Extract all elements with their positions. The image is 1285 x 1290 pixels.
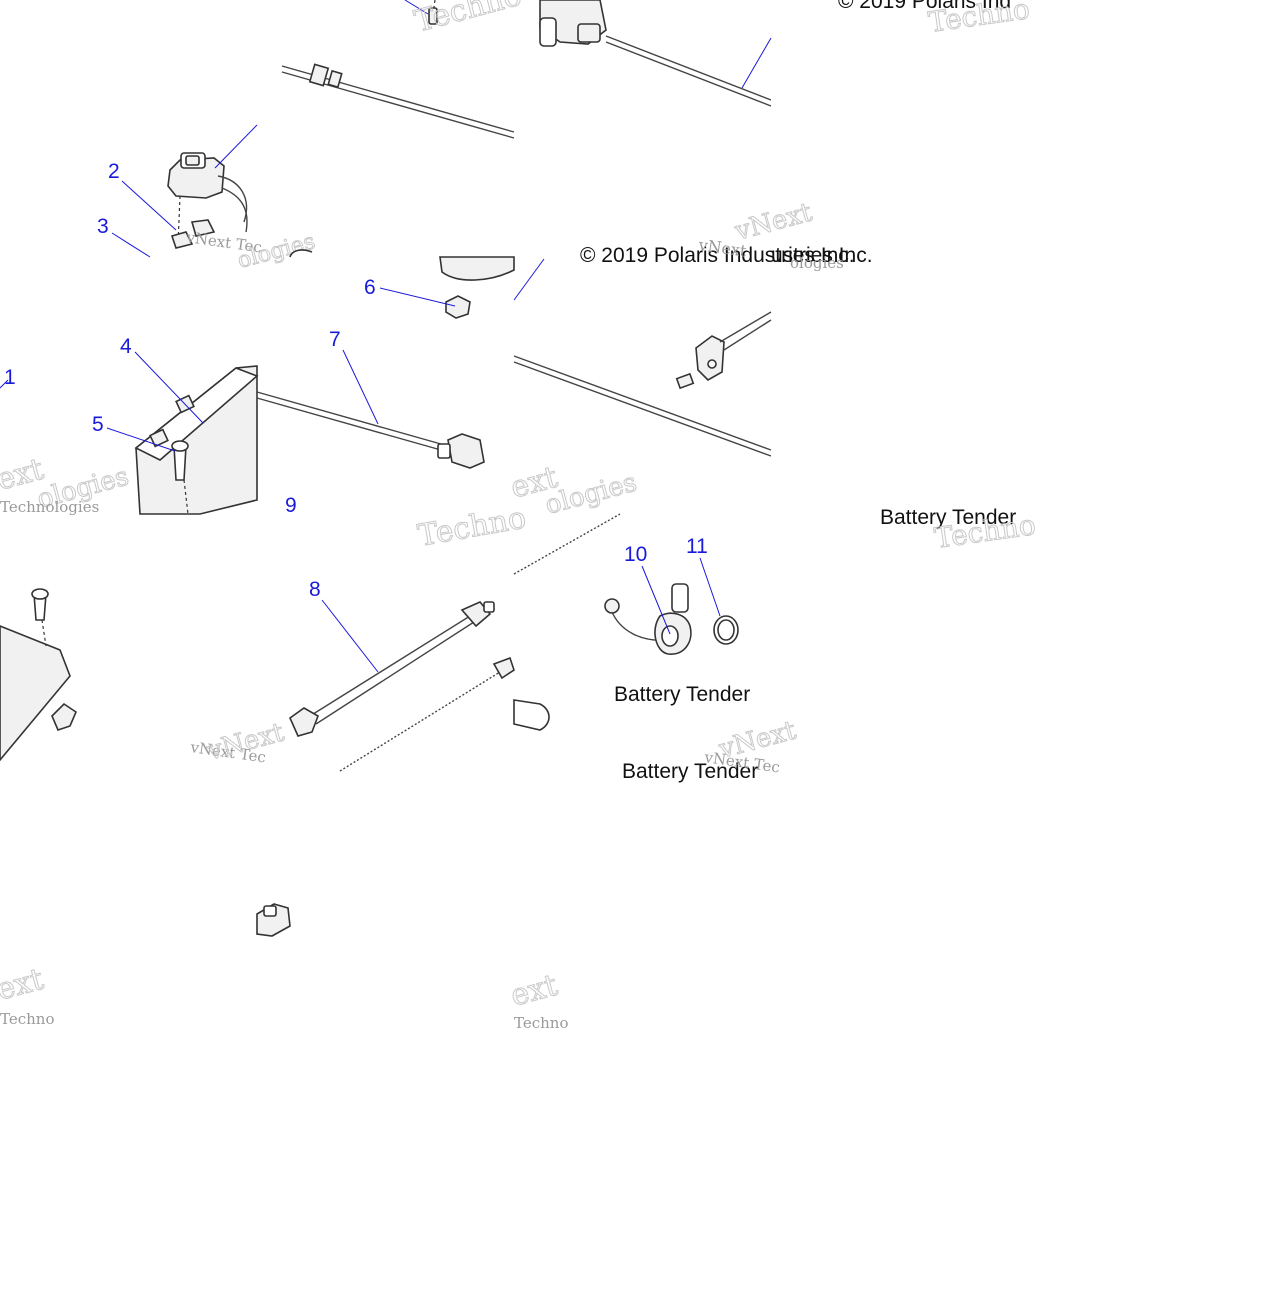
watermark-ext-4: ext — [507, 968, 561, 1014]
speed-sensor-part — [675, 311, 772, 390]
tile-3: © 2019 Polaris Industries Inc. vNext vNe… — [539, 0, 855, 267]
watermark-ologies-2: ologies — [790, 254, 844, 272]
battery-box-part — [134, 365, 259, 515]
battery-tender-label: Battery Tender — [614, 683, 750, 706]
tile-4: © 2019 Polaris Ind Techno ustries Inc. o… — [771, 0, 1032, 272]
callout-4: 4 — [120, 335, 132, 358]
tile-2: Techno — [281, 0, 526, 258]
tile-14 — [256, 903, 291, 937]
callout-7: 7 — [329, 328, 341, 351]
callout-1: 1 — [4, 366, 16, 389]
watermark-vn-mid: vNext — [731, 197, 816, 247]
watermark-techno-1: Techno — [411, 0, 525, 40]
callout-2: 2 — [108, 160, 120, 183]
clip-6-part — [445, 295, 471, 319]
battery-tender-label-cut: Battery Tender — [622, 760, 758, 783]
harness-8-part — [289, 601, 495, 737]
tile-8: Battery Tender — [880, 506, 1016, 529]
watermark-techno-5: Techno — [0, 1010, 54, 1028]
sensor-connector-part — [539, 0, 772, 107]
tile-13: ext Techno — [0, 961, 54, 1028]
callout-6: 6 — [364, 276, 376, 299]
harness-7-part — [256, 391, 485, 469]
watermark-ologies-4: ologies — [542, 468, 640, 521]
tile-1: 2 3 vNext Tec ologies — [97, 124, 318, 274]
callout-3: 3 — [97, 215, 109, 238]
tile-6: 6 7 9 — [256, 256, 515, 517]
callout-8: 8 — [309, 578, 321, 601]
copyright-overlap: ustries Inc. — [771, 244, 873, 267]
battery-tender-plug-part — [604, 583, 739, 655]
battery-box-lower-part — [0, 588, 77, 762]
connector-clip-part — [256, 903, 291, 937]
callout-5: 5 — [92, 413, 104, 436]
tile-9: vNext Tec vNext — [0, 588, 288, 768]
copyright-text-mid: © 2019 Polaris Industries Inc. — [580, 244, 855, 267]
watermark-techno-3: Techno — [415, 500, 528, 553]
callout-9: 9 — [285, 494, 297, 517]
watermark-techno-2: Techno — [926, 0, 1031, 39]
threaded-rod-part — [339, 656, 515, 772]
tile-10: Techno 8 — [289, 500, 529, 772]
watermark-techno-6: Techno — [514, 1014, 568, 1032]
tile-7: ext ologies — [507, 258, 772, 521]
callout-11: 11 — [686, 535, 708, 558]
battery-tender-cut-top: Battery Tender — [880, 506, 1016, 529]
watermark-ext-3: ext — [0, 962, 47, 1008]
tile-5: 1 4 5 ext ologies Technologies — [0, 335, 259, 516]
copyright-text-top: © 2019 Polaris Ind — [838, 0, 1011, 13]
tile-11: 10 11 Battery Tender Battery Tender vNex… — [513, 513, 800, 783]
switch-connector-part — [167, 152, 248, 249]
callout-10: 10 — [624, 543, 647, 566]
tile-15: ext Techno — [507, 967, 569, 1032]
watermark-technologies-1: Technologies — [0, 498, 99, 516]
